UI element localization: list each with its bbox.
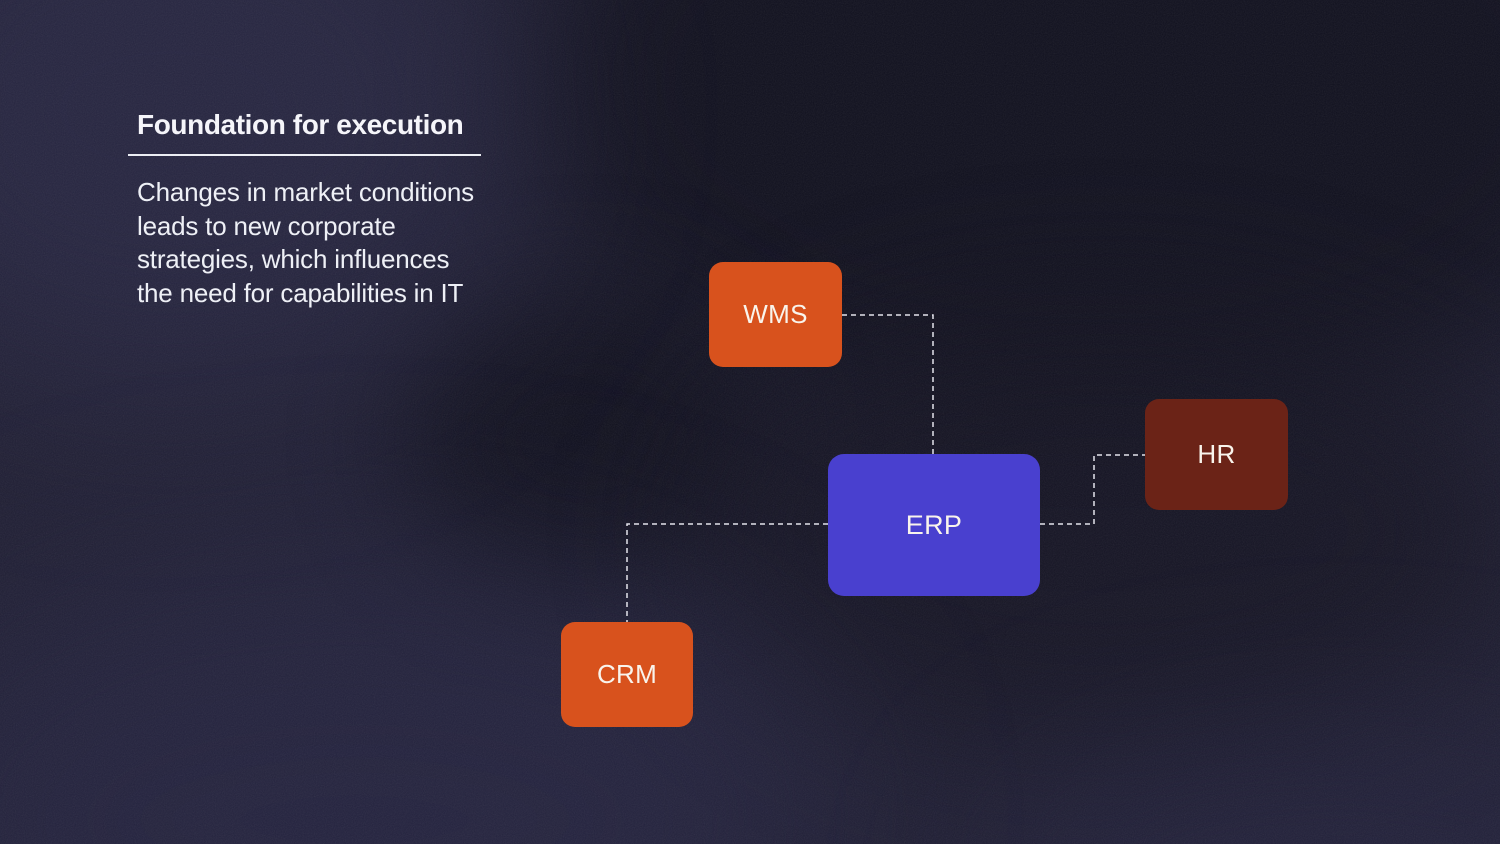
node-label: ERP <box>905 509 963 540</box>
title-underline <box>128 154 481 156</box>
node-label: WMS <box>743 299 808 329</box>
node-crm: CRM <box>561 622 693 727</box>
node-hr: HR <box>1145 399 1288 510</box>
page-title: Foundation for execution <box>137 109 464 140</box>
node-label: HR <box>1197 439 1236 469</box>
node-label: CRM <box>596 659 658 689</box>
connector-erp-hr <box>1040 454 1145 525</box>
title-block: Foundation for execution <box>128 108 481 156</box>
connector-erp-crm <box>626 523 828 622</box>
node-erp: ERP <box>828 454 1040 596</box>
slide-description: Changes in market conditions leads to ne… <box>137 177 474 308</box>
node-wms: WMS <box>709 262 842 367</box>
connector-wms-erp <box>842 314 934 454</box>
